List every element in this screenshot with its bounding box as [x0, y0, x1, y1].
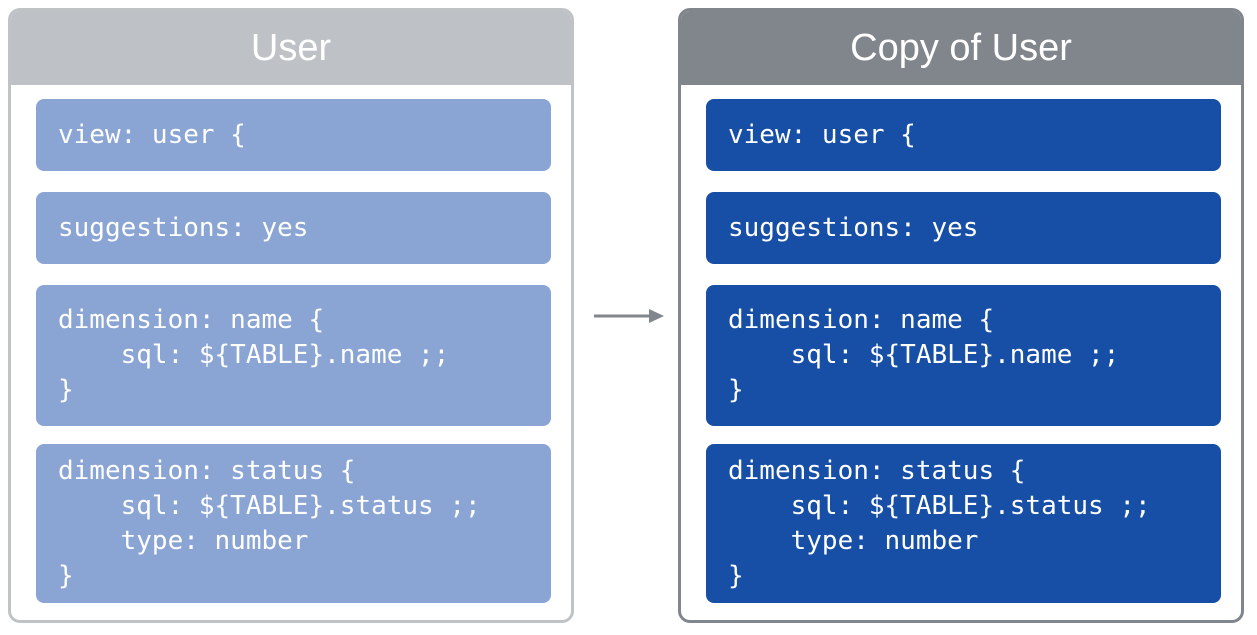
copied-view-panel: Copy of User view: user { suggestions: y… [678, 8, 1244, 623]
original-view-panel: User view: user { suggestions: yes dimen… [8, 8, 574, 623]
panel-title: Copy of User [681, 11, 1241, 85]
code-block-view: view: user { [706, 99, 1221, 171]
code-block-dimension-status: dimension: status { sql: ${TABLE}.status… [706, 444, 1221, 603]
code-block-dimension-status: dimension: status { sql: ${TABLE}.status… [36, 444, 551, 603]
panel-title: User [11, 11, 571, 85]
code-block-view: view: user { [36, 99, 551, 171]
code-block-dimension-name: dimension: name { sql: ${TABLE}.name ;; … [706, 285, 1221, 426]
code-block-suggestions: suggestions: yes [706, 192, 1221, 264]
arrow-right-icon [593, 306, 665, 331]
code-block-dimension-name: dimension: name { sql: ${TABLE}.name ;; … [36, 285, 551, 426]
code-block-suggestions: suggestions: yes [36, 192, 551, 264]
